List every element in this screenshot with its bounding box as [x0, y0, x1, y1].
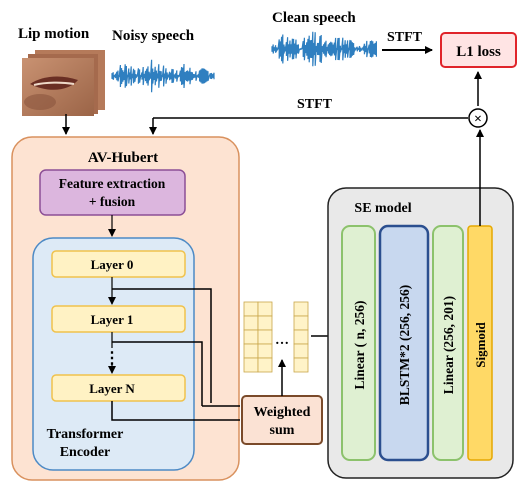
transformer-encoder-container: [32, 237, 195, 471]
feature-frame-last-cell: [293, 315, 309, 331]
stft-mid-label: STFT: [297, 97, 333, 112]
linear-in-label: Linear ( n, 256): [352, 300, 367, 389]
encoder-label: Encoder: [60, 445, 111, 460]
lip-motion-frames: [22, 50, 105, 116]
feature-frame-first-cell: [257, 315, 273, 331]
multiply-symbol: ×: [474, 112, 482, 127]
feature-frame-first-cell: [257, 329, 273, 345]
feature-sequence-grid: [243, 301, 309, 373]
feature-extraction-line1: Feature extraction: [59, 176, 166, 191]
l1-loss-label: L1 loss: [456, 44, 501, 60]
blstm-block: [378, 224, 430, 462]
noisy-speech-label: Noisy speech: [112, 28, 195, 44]
av-hubert-title: AV-Hubert: [88, 150, 158, 166]
noisy-speech-waveform: [111, 59, 215, 93]
weighted-sum-line2: sum: [270, 423, 295, 438]
layer-1-box: [51, 305, 186, 333]
linear-out-label: Linear (256, 201): [441, 296, 456, 394]
layer1-to-weighted-line: [112, 341, 203, 406]
feature-frame-first-cell: [243, 343, 259, 359]
layer-vdots: ⋮: [104, 350, 120, 367]
l1-loss-box: [440, 32, 517, 68]
feature-frame-first-cell: [243, 315, 259, 331]
stft-top-label: STFT: [387, 30, 423, 45]
feature-frame-last-cell: [293, 343, 309, 359]
layer-0-box: [51, 250, 186, 278]
transformer-label: Transformer: [47, 427, 124, 442]
feature-frame-first-cell: [243, 329, 259, 345]
layer-n-label: Layer N: [89, 381, 135, 396]
feature-hdots: …: [275, 333, 289, 348]
layer-n-box: [51, 374, 186, 402]
layer0-to-weighted-line: [112, 288, 212, 403]
clean-speech-label: Clean speech: [272, 10, 356, 26]
feature-frame-first-cell: [243, 301, 259, 317]
sigmoid-label: Sigmoid: [473, 321, 488, 367]
multiply-operator: [468, 108, 488, 128]
weighted-sum-line1: Weighted: [254, 405, 311, 420]
feature-extraction-line2: + fusion: [89, 194, 136, 209]
layer-1-label: Layer 1: [91, 312, 134, 327]
feature-frame-last-cell: [293, 329, 309, 345]
layern-to-weighted-line: [111, 401, 240, 421]
linear-in-block: [341, 225, 376, 461]
clean-speech-waveform: [271, 31, 377, 67]
linear-out-block: [432, 225, 464, 461]
feature-frame-first-cell: [257, 357, 273, 373]
feature-frame-last-cell: [293, 301, 309, 317]
se-model-title: SE model: [354, 201, 411, 216]
feature-frame-first-cell: [257, 301, 273, 317]
lip-motion-label: Lip motion: [18, 26, 90, 42]
feature-frame-first-cell: [243, 357, 259, 373]
blstm-label: BLSTM*2 (256, 256): [397, 285, 412, 405]
feature-frame-first-cell: [257, 343, 273, 359]
feature-frame-last-cell: [293, 357, 309, 373]
layer-0-label: Layer 0: [91, 257, 134, 272]
